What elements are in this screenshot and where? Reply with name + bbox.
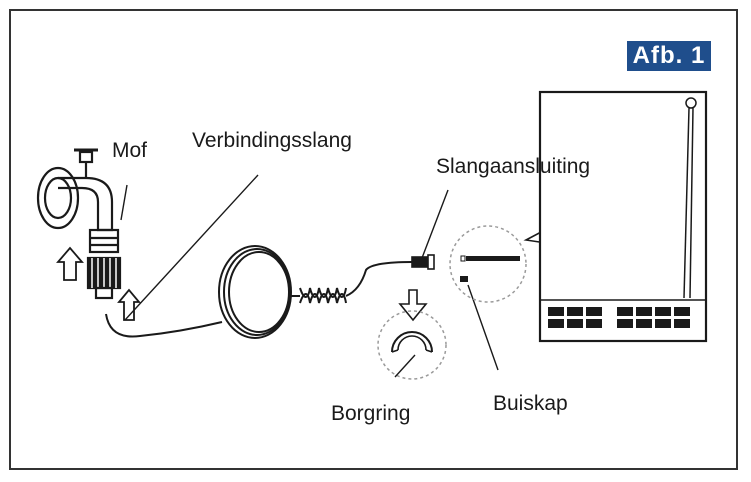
connection-hose [105,245,413,339]
verbindingsslang-leader-line [124,174,259,321]
hose-connector-icon [411,254,435,270]
mof-leader-line [120,184,128,221]
faucet-icon [36,148,122,300]
slangaansluiting-leader-line [421,189,449,259]
retaining-ring-detail [377,310,447,380]
device-unit [538,90,708,343]
figure-badge: Afb. 1 [627,41,711,71]
label-borgring: Borgring [331,402,411,425]
label-slangaansluiting: Slangaansluiting [436,155,591,178]
label-mof: Mof [112,139,148,162]
tube-cap-detail [449,225,527,303]
arrow-down-icon [398,289,428,322]
arrow-up-icon [117,288,141,321]
buiskap-leader-line [467,284,499,371]
label-verbindingsslang: Verbindingsslang [192,129,352,152]
label-buiskap: Buiskap [493,392,568,415]
diagram-frame [9,9,738,470]
arrow-up-icon [56,246,84,281]
